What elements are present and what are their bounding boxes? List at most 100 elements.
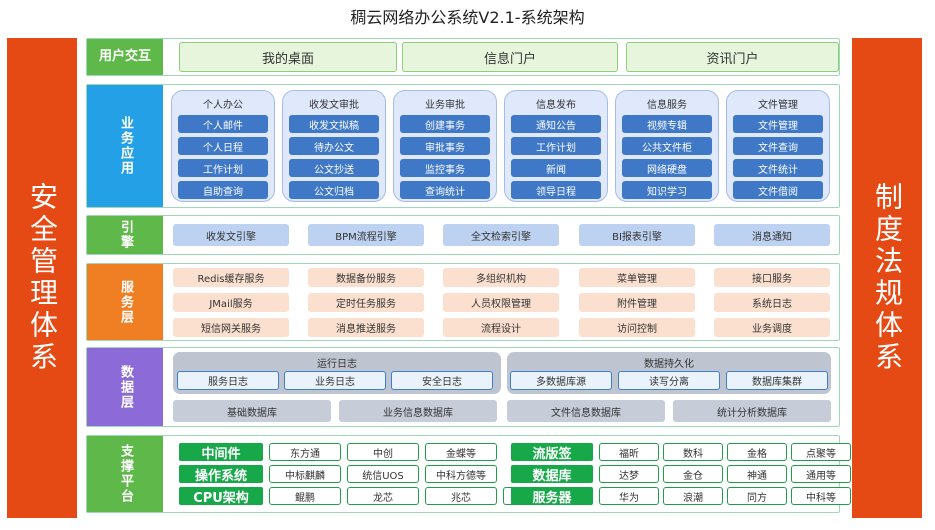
support-item: 东方通 — [269, 443, 341, 461]
group-title: 数据持久化 — [644, 359, 694, 370]
service-item: 多组织机构 — [443, 268, 559, 287]
group-title: 文件管理 — [758, 100, 798, 111]
layer-label: 业务应用 — [87, 85, 163, 207]
app-item: 收发文拟稿 — [289, 115, 379, 133]
security-management-system: 安全管理体系 — [7, 38, 77, 518]
app-item: 审批事务 — [400, 137, 490, 155]
database-item: 文件信息数据库 — [507, 400, 665, 422]
ui-item: 我的桌面 — [179, 42, 397, 72]
app-item: 知识学习 — [622, 181, 712, 199]
app-item: 个人邮件 — [178, 115, 268, 133]
app-item: 领导日程 — [511, 181, 601, 199]
service-item: 数据备份服务 — [308, 268, 424, 287]
service-item: JMail服务 — [173, 293, 289, 312]
engine-item: BPM流程引擎 — [308, 224, 424, 246]
database-item: 统计分析数据库 — [673, 400, 831, 422]
support-item: 浪潮 — [663, 487, 723, 505]
app-group: 业务审批创建事务审批事务监控事务查询统计 — [393, 90, 497, 202]
support-category: 操作系统 — [179, 465, 263, 484]
group-title: 信息发布 — [536, 100, 576, 111]
app-group: 信息发布通知公告工作计划新闻领导日程 — [504, 90, 608, 202]
app-item: 工作计划 — [511, 137, 601, 155]
app-item: 公共文件柜 — [622, 137, 712, 155]
group-title: 业务审批 — [425, 100, 465, 111]
support-item: 鲲鹏 — [269, 487, 341, 505]
layer-label: 支撑平台 — [87, 436, 163, 512]
support-item: 福昕 — [599, 443, 659, 461]
service-item: 系统日志 — [714, 293, 830, 312]
layer-label: 用户交互 — [87, 39, 163, 75]
group-title: 信息服务 — [647, 100, 687, 111]
group-title: 个人办公 — [203, 100, 243, 111]
support-category: 中间件 — [179, 443, 263, 462]
app-item: 创建事务 — [400, 115, 490, 133]
support-item: 金格 — [727, 443, 787, 461]
app-item: 监控事务 — [400, 159, 490, 177]
engine-item: 消息通知 — [714, 224, 830, 246]
service-item: 短信网关服务 — [173, 318, 289, 337]
support-item: 华为 — [599, 487, 659, 505]
app-item: 通知公告 — [511, 115, 601, 133]
app-item: 文件统计 — [733, 159, 823, 177]
app-item: 视频专辑 — [622, 115, 712, 133]
ui-item: 资讯门户 — [626, 42, 839, 72]
support-item: 龙芯 — [347, 487, 419, 505]
support-item: 金蝶等 — [425, 443, 497, 461]
app-group: 信息服务视频专辑公共文件柜网络硬盘知识学习 — [615, 90, 719, 202]
persistence-item: 读写分离 — [618, 371, 720, 390]
diagram-title: 稠云网络办公系统V2.1-系统架构 — [350, 8, 585, 27]
support-category: 流版签 — [511, 443, 593, 462]
support-category: CPU架构 — [179, 487, 263, 506]
app-item: 个人日程 — [178, 137, 268, 155]
support-item: 中创 — [347, 443, 419, 461]
app-item: 工作计划 — [178, 159, 268, 177]
app-item: 新闻 — [511, 159, 601, 177]
support-item: 统信UOS — [347, 465, 419, 483]
layer-label: 引擎 — [87, 216, 163, 254]
log-item: 业务日志 — [284, 371, 386, 390]
app-group: 文件管理文件管理文件查询文件统计文件借阅 — [726, 90, 830, 202]
app-group: 收发文审批收发文拟稿待办公文公文抄送公文归档 — [282, 90, 386, 202]
service-item: 接口服务 — [714, 268, 830, 287]
app-item: 文件查询 — [733, 137, 823, 155]
user-interaction-layer: 用户交互 我的桌面 信息门户 资讯门户 — [86, 38, 840, 76]
layer-label: 数据层 — [87, 348, 163, 426]
support-item: 同方 — [727, 487, 787, 505]
app-item: 自助查询 — [178, 181, 268, 199]
ui-item: 信息门户 — [402, 42, 618, 72]
app-item: 公文抄送 — [289, 159, 379, 177]
support-item: 通用等 — [791, 465, 851, 483]
database-item: 业务信息数据库 — [339, 400, 497, 422]
log-item: 安全日志 — [391, 371, 493, 390]
engine-item: 全文检索引擎 — [443, 224, 559, 246]
service-item: 定时任务服务 — [308, 293, 424, 312]
support-category: 数据库 — [511, 465, 593, 484]
support-item: 兆芯 — [425, 487, 497, 505]
persistence-item: 数据库集群 — [726, 371, 828, 390]
service-item: 消息推送服务 — [308, 318, 424, 337]
engine-layer: 引擎 收发文引擎 BPM流程引擎全文检索引擎 BI报表引擎消息通知 — [86, 215, 840, 255]
engine-item: 收发文引擎 — [173, 224, 289, 246]
layer-label: 服务层 — [87, 264, 163, 340]
group-title: 运行日志 — [317, 359, 357, 370]
group-title: 收发文审批 — [309, 100, 359, 111]
service-item: 附件管理 — [579, 293, 695, 312]
app-item: 待办公文 — [289, 137, 379, 155]
service-item: Redis缓存服务 — [173, 268, 289, 287]
support-item: 中科等 — [791, 487, 851, 505]
service-item: 访问控制 — [579, 318, 695, 337]
support-item: 金仓 — [663, 465, 723, 483]
support-item: 神通 — [727, 465, 787, 483]
support-item: 点聚等 — [791, 443, 851, 461]
app-group: 个人办公个人邮件个人日程工作计划自助查询 — [171, 90, 275, 202]
app-item: 文件管理 — [733, 115, 823, 133]
business-application-layer: 业务应用 个人办公个人邮件个人日程工作计划自助查询收发文审批收发文拟稿待办公文公… — [86, 84, 840, 208]
log-item: 服务日志 — [177, 371, 279, 390]
support-item: 达梦 — [599, 465, 659, 483]
data-layer: 数据层 运行日志 数据持久化 服务日志业务日志安全日志多数据库源读写分离数据库集… — [86, 347, 840, 427]
app-item: 查询统计 — [400, 181, 490, 199]
engine-item: BI报表引擎 — [579, 224, 695, 246]
service-item: 业务调度 — [714, 318, 830, 337]
persistence-item: 多数据库源 — [510, 371, 612, 390]
